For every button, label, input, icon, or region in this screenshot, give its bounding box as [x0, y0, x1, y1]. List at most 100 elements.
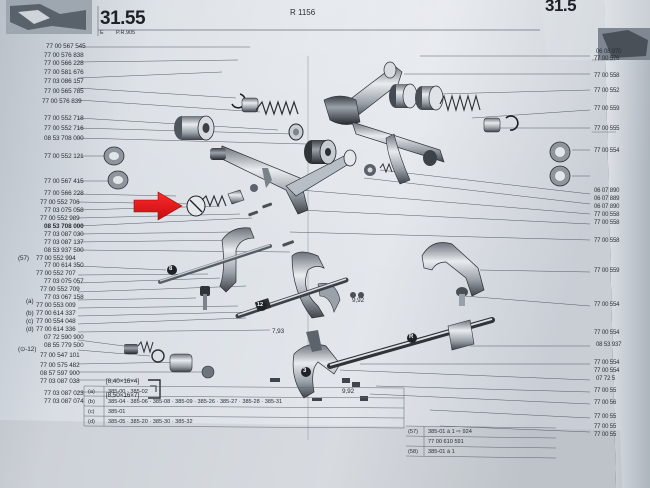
- shift-fork-right-icon: [421, 242, 485, 297]
- part-number: 08 57 597 900: [40, 370, 80, 377]
- part-number: 77 03 087 023: [44, 390, 84, 397]
- part-number: 77 00 567 415: [44, 178, 84, 185]
- part-number: 77 00 553 009: [36, 302, 76, 309]
- bolt-right-icon: [456, 287, 468, 306]
- part-number: 77 00 552 716: [44, 125, 84, 132]
- spring-top-left-icon: [255, 100, 299, 116]
- part-number: 77 00 55: [594, 432, 617, 438]
- lower-center-parts-icon: [270, 378, 368, 401]
- part-number: 77 00 552 706: [40, 199, 80, 206]
- part-number: 77 00 558: [594, 212, 620, 218]
- part-number: 77 03 087 038: [40, 378, 80, 385]
- table-row-key: (d): [88, 419, 95, 425]
- part-number: 77 00 565 785: [44, 88, 84, 95]
- dimension-label: 7,93: [272, 328, 285, 335]
- part-number: 77 00 547 101: [40, 352, 80, 359]
- selector-rod-right-icon: [327, 317, 495, 369]
- part-number: 77 03 087 137: [44, 239, 84, 246]
- pins-icon: [248, 202, 364, 298]
- part-number: 08 53 708 000: [44, 223, 84, 230]
- part-number: 77 03 087 074: [44, 398, 84, 405]
- corner-thumbnail-right-icon: [598, 28, 650, 60]
- part-number: 77 00 558: [594, 220, 620, 226]
- part-number: 77 00 575 482: [40, 362, 80, 369]
- part-number: 77 00 554: [594, 302, 620, 308]
- marker-d: (d): [26, 326, 34, 333]
- part-number: 77 00 555: [594, 126, 620, 132]
- part-number: 77 03 086 157: [44, 78, 84, 85]
- dimension-label: [8,40×16×4]: [106, 378, 140, 385]
- small-parts-right-icon: [364, 162, 393, 176]
- part-number: 77 00 559: [594, 268, 620, 274]
- callout-label: 3: [303, 368, 307, 374]
- roller-top-left-icon: [174, 115, 215, 141]
- part-number: 77 00 558: [594, 73, 620, 79]
- callout-label: R: [409, 334, 414, 340]
- right-page-number: 31.5: [545, 0, 577, 15]
- part-number: 06 08 970: [596, 49, 622, 55]
- table-row-key: (57): [408, 429, 418, 435]
- detent-plug-icon: [186, 184, 258, 217]
- shift-fork-left-icon: [158, 227, 272, 293]
- table-row-key: (c): [88, 409, 95, 415]
- part-number: 77 00 576 839: [42, 98, 82, 105]
- part-number: 77 00 559: [594, 106, 620, 112]
- part-number: 77 00 552: [594, 88, 620, 94]
- table-row-codes: 385-01 à 1 ⇨ 924: [428, 429, 472, 435]
- page-number: 31.55: [100, 8, 146, 29]
- part-number: 77 00 552 718: [44, 115, 84, 122]
- callout-label: 8: [169, 266, 173, 272]
- part-number: 07 72 5: [596, 376, 615, 382]
- part-number: 77 00 554 048: [36, 318, 76, 325]
- part-number: 07 72 590 900: [44, 334, 84, 341]
- part-number: 77 03 087 030: [44, 231, 84, 238]
- part-number: 77 00 552 994: [36, 255, 76, 262]
- part-number: 08 53 708 000: [44, 135, 84, 142]
- roller-middle-icon: [304, 139, 337, 165]
- selector-arm-assembly-icon: [210, 145, 357, 215]
- bolt-icon: [200, 286, 210, 310]
- dimension-label: [8,50×16×7]: [106, 392, 140, 399]
- highlight-arrow-icon: [133, 191, 183, 221]
- part-number: 06 07 890: [594, 204, 620, 210]
- part-number: 77 00 554: [594, 330, 620, 336]
- part-number: 77 00 558: [594, 238, 620, 244]
- part-number: 77 00 56: [594, 400, 617, 406]
- part-number: 77 03 067 158: [44, 294, 84, 301]
- part-number: 06 07 890: [594, 188, 620, 194]
- part-number: 77 00 552 709: [40, 286, 80, 293]
- part-number: 77 00 581 676: [44, 69, 84, 76]
- part-number: 77 03 075 058: [44, 207, 84, 214]
- page-code: P.R.905: [116, 30, 136, 36]
- part-number: 77 00 55: [594, 388, 617, 394]
- bush-left-icon: [103, 146, 129, 190]
- part-number: 77 00 554: [594, 148, 620, 154]
- part-number: 08 55 779 500: [44, 342, 84, 349]
- part-number: 77 00 566 228: [44, 190, 84, 197]
- table-row-codes: 385-00 · 385-02: [108, 389, 148, 395]
- table-row-key: (58): [408, 449, 418, 455]
- part-number: 77 00 566 228: [44, 60, 84, 67]
- table-row-key: (a): [88, 389, 95, 395]
- application-table-lines: [83, 385, 557, 459]
- part-number: 77 00 554: [594, 368, 620, 374]
- part-number: 77 00 552 989: [40, 215, 80, 222]
- part-number: 08 53 937: [596, 342, 622, 348]
- table-row-codes: 385-01 à 1: [428, 449, 455, 455]
- marker-a: (a): [26, 298, 34, 305]
- marker-b: (b): [26, 310, 34, 317]
- table-row-key: (b): [88, 399, 95, 405]
- marker-c: (c): [26, 318, 34, 325]
- table-row-codes: 385-04 · 385-06 · 385-08 · 385-09 · 385-…: [108, 399, 283, 405]
- upper-right-assembly-icon: [323, 61, 445, 185]
- page-code-letter: E: [100, 30, 104, 36]
- part-number: 77 00 552 121: [44, 153, 84, 160]
- marker-12: (⊙-12): [18, 346, 37, 353]
- marker-57: (57): [18, 255, 29, 262]
- callout-circles: [167, 265, 417, 377]
- part-number: 77 00 614 350: [44, 262, 84, 269]
- part-number: 77 00 55: [594, 414, 617, 420]
- vehicle-reference: R 1156: [290, 8, 316, 17]
